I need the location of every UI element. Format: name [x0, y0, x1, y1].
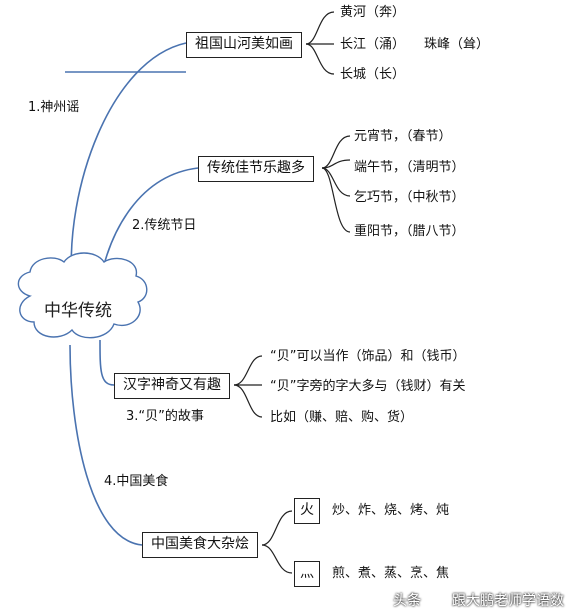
branch-2-item-3: 乞巧节，（中秋节）: [354, 190, 465, 205]
center-node-label: 中华传统: [44, 301, 112, 321]
branch-1-label: 1.神州谣: [28, 100, 80, 115]
branch-2-box: 传统佳节乐趣多: [198, 156, 314, 182]
branch-1-item-2: 长江（涌）: [340, 37, 406, 52]
branch-4-label: 4.中国美食: [104, 474, 169, 489]
branch-3-label: 3.“贝”的故事: [126, 409, 204, 424]
center-cloud-shape: [17, 252, 148, 339]
watermark-prefix: 头条: [393, 593, 422, 609]
branch-1-item-4: 长城（长）: [340, 67, 406, 82]
branch-3-item-1: “贝”可以当作（饰品）和（钱币）: [270, 349, 466, 364]
branch-2-item-1: 元宵节，（春节）: [354, 129, 452, 144]
connector-branch-4: [69, 344, 143, 546]
branch-1-item-1: 黄河（奔）: [340, 5, 406, 20]
branch-2-item-4: 重阳节，（腊八节）: [354, 224, 465, 239]
sub-group-items-fire: 炒、炸、烧、烤、炖: [332, 503, 450, 518]
branch-3-item-3: 比如（赚、赔、购、货）: [270, 410, 414, 425]
branch-3-box: 汉字神奇又有趣: [114, 373, 230, 399]
branch-3-item-2: “贝”字旁的字大多与（钱财）有关: [270, 379, 466, 394]
watermark: 头条 跟大鹏老师学语数: [393, 590, 564, 610]
sub-group-key-fire: 火: [294, 498, 320, 524]
branch-1-box: 祖国山河美如画: [186, 32, 302, 58]
at-icon: [429, 593, 444, 607]
connector-branch-1: [70, 42, 187, 283]
connector-branch-3: [99, 339, 115, 386]
watermark-author: 跟大鹏老师学语数: [452, 593, 564, 609]
sub-group-key-dots: 灬: [294, 561, 320, 587]
branch-2-item-2: 端午节，（清明节）: [354, 160, 465, 175]
sub-group-items-dots: 煎、煮、蒸、烹、焦: [332, 566, 450, 581]
branch-4-box: 中国美食大杂烩: [142, 532, 258, 558]
branch-2-label: 2.传统节日: [132, 218, 197, 233]
branch-1-item-3: 珠峰（耸）: [424, 37, 490, 52]
